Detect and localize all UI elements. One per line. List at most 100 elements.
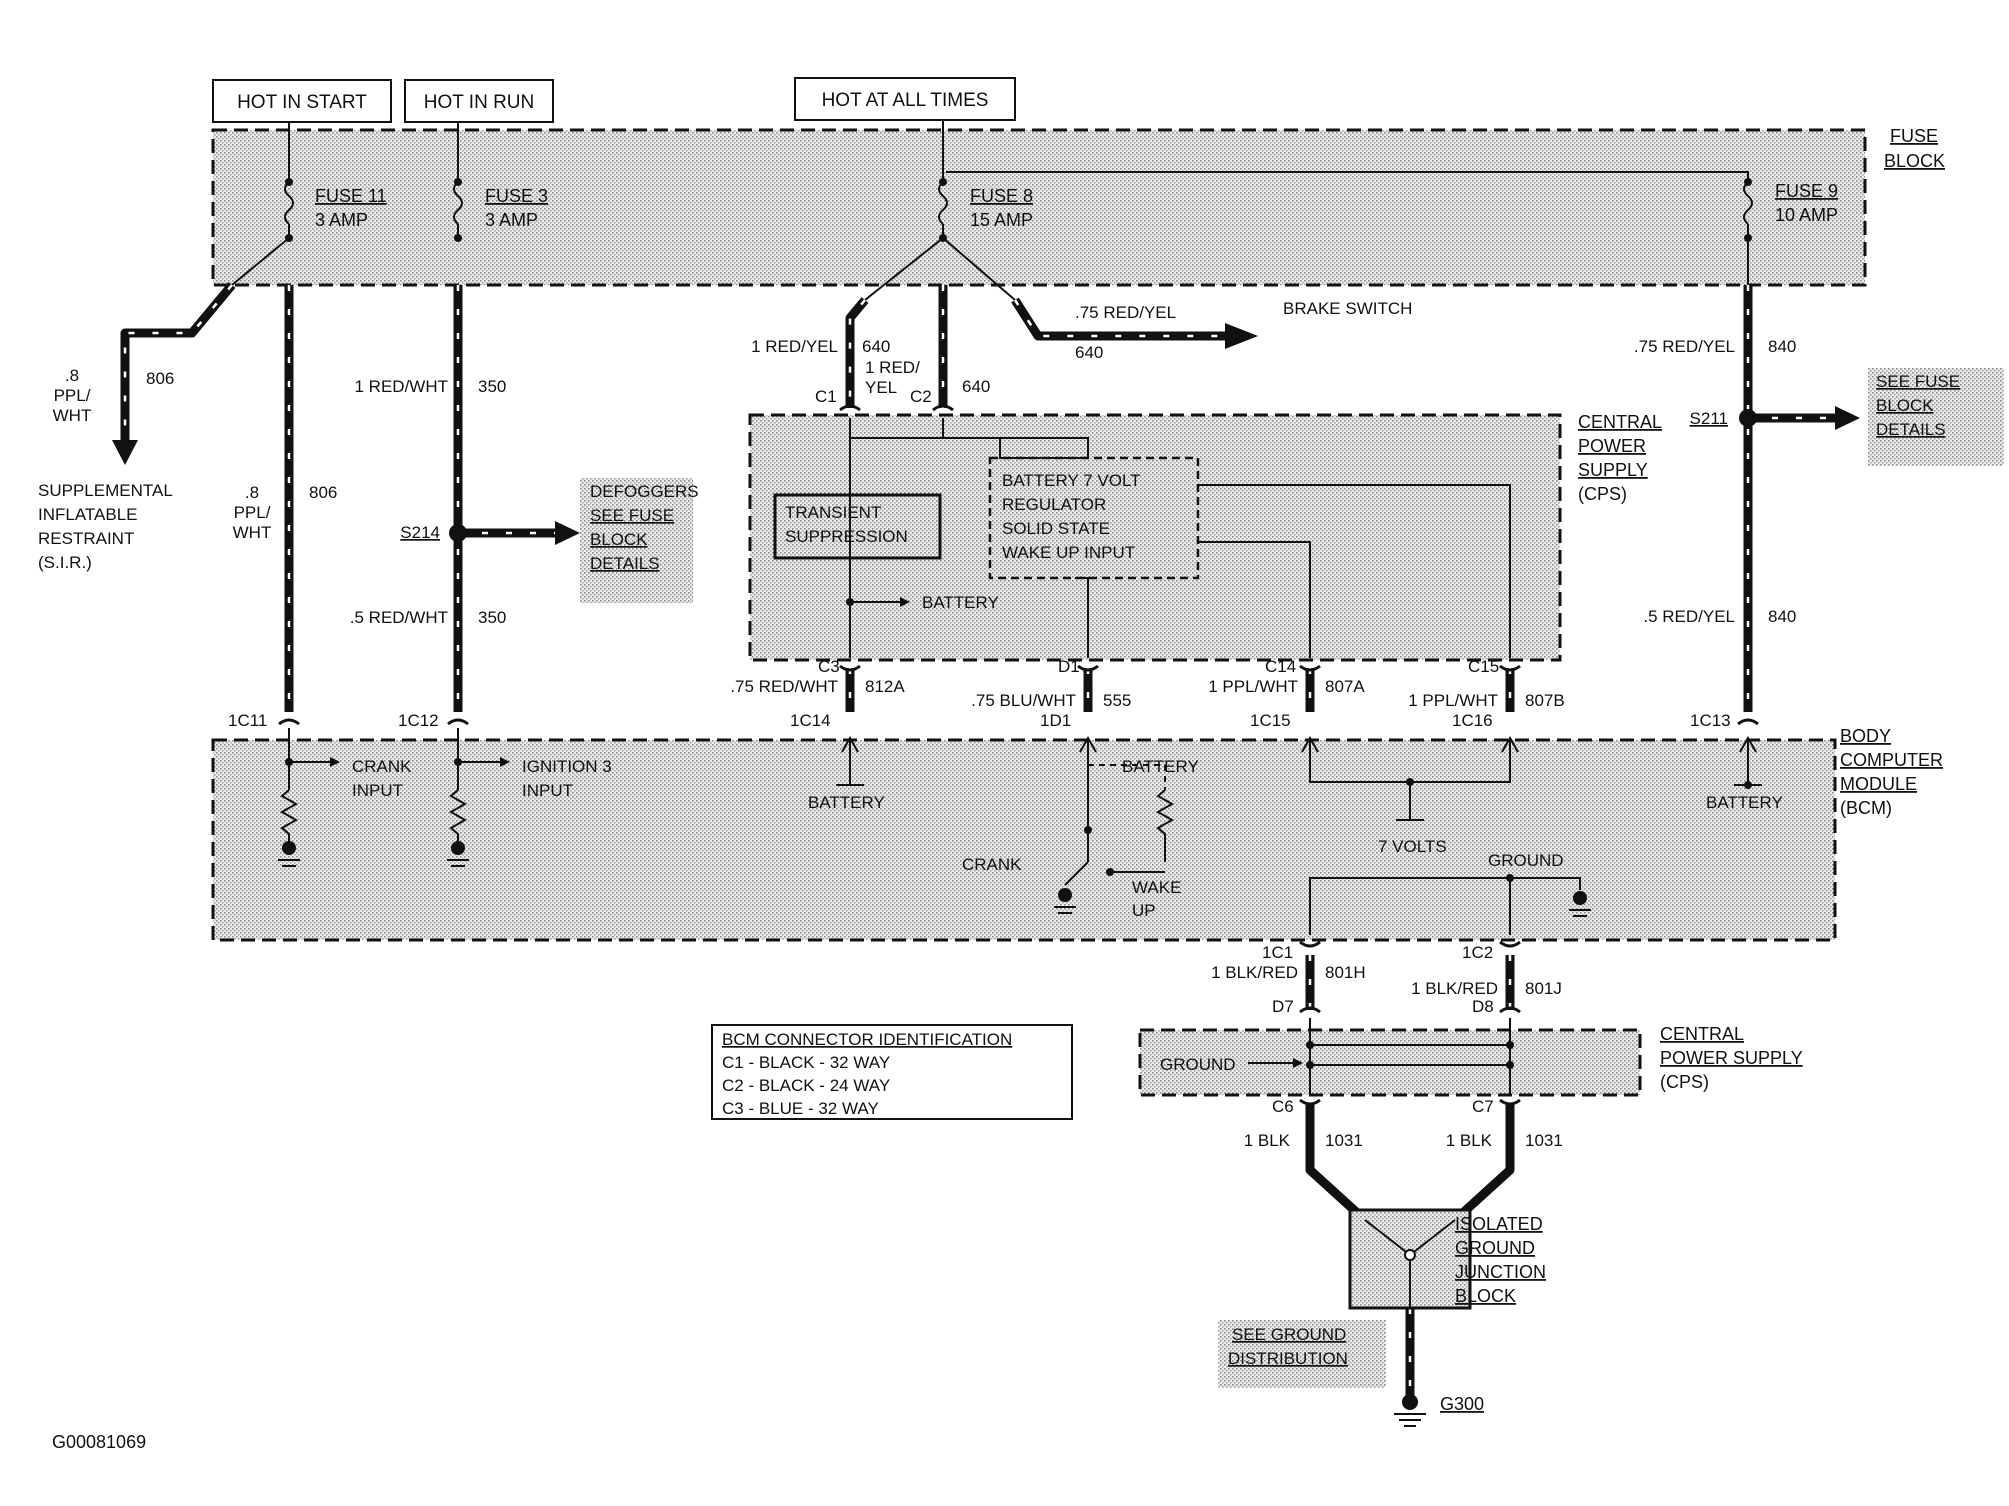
header-hot-at-all-times: HOT AT ALL TIMES bbox=[794, 77, 1016, 121]
cps-bottom-label-2: POWER SUPPLY bbox=[1660, 1048, 1803, 1068]
brake-switch-label: BRAKE SWITCH bbox=[1283, 299, 1412, 318]
connector-c2: C2 bbox=[910, 387, 932, 406]
cps-bottom-block bbox=[1138, 1028, 1642, 1097]
see-fuse-2-l2: BLOCK bbox=[1876, 396, 1934, 415]
see-fuse-2-l1: SEE FUSE bbox=[1876, 372, 1960, 391]
connector-c15: C15 bbox=[1468, 657, 1499, 676]
crank-wakeup-circuit bbox=[1054, 735, 1175, 914]
cps-bottom-label-3: (CPS) bbox=[1660, 1072, 1709, 1092]
wire-806b-gauge: .8 bbox=[245, 483, 259, 502]
battery-1c14-circuit bbox=[836, 735, 864, 786]
header-hot-in-start: HOT IN START bbox=[212, 79, 392, 123]
wire-806a-gauge: WHT bbox=[53, 406, 92, 425]
connector-1c15: 1C15 bbox=[1250, 711, 1291, 730]
wire-806a-gauge: PPL/ bbox=[54, 386, 91, 405]
junction-l1: ISOLATED bbox=[1455, 1214, 1543, 1234]
wire-840a-gauge: .75 RED/YEL bbox=[1634, 337, 1735, 356]
wire-1031b-gauge: 1 BLK bbox=[1446, 1131, 1493, 1150]
wire-801h-gauge: 1 BLK/RED bbox=[1211, 963, 1298, 982]
wire-840b-circuit: 840 bbox=[1768, 607, 1796, 626]
cps-top-label-2: POWER bbox=[1578, 436, 1646, 456]
see-ground-note-bg bbox=[1218, 1320, 1386, 1388]
splice-s211: S211 bbox=[1690, 409, 1728, 428]
see-fuse-2-note-bg bbox=[1868, 368, 2004, 466]
cps-battery-label: BATTERY bbox=[922, 593, 999, 612]
connector-c3: C3 bbox=[818, 657, 840, 676]
wire-806a-gauge: .8 bbox=[65, 366, 79, 385]
wire-801h-circuit: 801H bbox=[1325, 963, 1366, 982]
cps-bottom-ground: GROUND bbox=[1160, 1055, 1236, 1074]
transient-l1: TRANSIENT bbox=[785, 503, 881, 522]
wire-812a-circuit: 812A bbox=[865, 677, 905, 696]
sir-l3: RESTRAINT bbox=[38, 529, 134, 548]
wire-640a-circuit: 640 bbox=[862, 337, 890, 356]
connector-cups bbox=[278, 404, 1759, 1106]
bcm-label-1: BODY bbox=[1840, 726, 1891, 746]
fuse-11-name: FUSE 11 bbox=[315, 186, 387, 206]
cps-bottom-ground-circuit bbox=[1248, 1018, 1514, 1095]
wire-350b-circuit: 350 bbox=[478, 608, 506, 627]
connector-id-row: C1 - BLACK - 32 WAY bbox=[722, 1053, 890, 1072]
transient-suppression-box bbox=[773, 493, 942, 560]
see-ground-l2: DISTRIBUTION bbox=[1228, 1349, 1348, 1368]
connector-1c2: 1C2 bbox=[1462, 943, 1493, 962]
bcm-wake-l2: UP bbox=[1132, 901, 1156, 920]
seven-volts-circuit bbox=[1301, 735, 1519, 821]
ground-g300-icon bbox=[1394, 1394, 1426, 1427]
svg-text:HOT IN START: HOT IN START bbox=[237, 92, 367, 113]
wire-s211-branch bbox=[1739, 406, 1860, 430]
connector-c7: C7 bbox=[1472, 1097, 1494, 1116]
fuse-3-rating: 3 AMP bbox=[485, 210, 538, 230]
regulator-box bbox=[988, 456, 1200, 580]
crank-input-circuit bbox=[278, 728, 340, 867]
wire-350b-gauge: .5 RED/WHT bbox=[350, 608, 448, 627]
wire-1031 bbox=[1305, 1105, 1515, 1224]
figure-id: G00081069 bbox=[52, 1432, 146, 1452]
see-fuse-l1: SEE FUSE bbox=[590, 506, 674, 525]
bcm-battery-c: BATTERY bbox=[1706, 793, 1783, 812]
wire-807b-circuit: 807B bbox=[1525, 691, 1565, 710]
fuse-block-label-2: BLOCK bbox=[1884, 151, 1945, 171]
cps-top-label-3: SUPPLY bbox=[1578, 460, 1648, 480]
wire-806a-circuit: 806 bbox=[146, 369, 174, 388]
bcm-wake-l1: WAKE bbox=[1132, 878, 1181, 897]
junction-l3: JUNCTION bbox=[1455, 1262, 1546, 1282]
wire-640c-gauge: .75 RED/YEL bbox=[1075, 303, 1176, 322]
see-fuse-l3: DETAILS bbox=[590, 554, 660, 573]
ground-g300-label: G300 bbox=[1440, 1394, 1484, 1414]
bcm-label-4: (BCM) bbox=[1840, 798, 1892, 818]
wire-801j-gauge: 1 BLK/RED bbox=[1411, 979, 1498, 998]
wire-807b-gauge: 1 PPL/WHT bbox=[1408, 691, 1498, 710]
wire-640-c1 bbox=[845, 297, 869, 408]
fuse-block bbox=[211, 128, 1867, 287]
ignition-3-l1: IGNITION 3 bbox=[522, 757, 612, 776]
bcm-block bbox=[211, 738, 1837, 942]
wire-555-circuit: 555 bbox=[1103, 691, 1131, 710]
wire-840b-gauge: .5 RED/YEL bbox=[1643, 607, 1735, 626]
battery-1c13-circuit bbox=[1734, 735, 1762, 789]
bcm-battery-b: BATTERY bbox=[1122, 757, 1199, 776]
wire-840a-circuit: 840 bbox=[1768, 337, 1796, 356]
splice-s214: S214 bbox=[400, 523, 440, 542]
svg-text:HOT IN RUN: HOT IN RUN bbox=[424, 92, 534, 113]
wire-812a-gauge: .75 RED/WHT bbox=[730, 677, 838, 696]
wire-640a-gauge: 1 RED/YEL bbox=[751, 337, 838, 356]
connector-id-row: C2 - BLACK - 24 WAY bbox=[722, 1076, 890, 1095]
ground-junction-block bbox=[1348, 1208, 1472, 1310]
connector-id-title: BCM CONNECTOR IDENTIFICATION bbox=[722, 1030, 1012, 1049]
bcm-crank: CRANK bbox=[962, 855, 1022, 874]
connector-1c11: 1C11 bbox=[228, 711, 267, 730]
ignition-3-input-circuit bbox=[447, 728, 510, 867]
wire-801j-circuit: 801J bbox=[1525, 979, 1562, 998]
connector-1c16: 1C16 bbox=[1452, 711, 1493, 730]
bcm-battery-a: BATTERY bbox=[808, 793, 885, 812]
connector-d1: D1 bbox=[1058, 657, 1080, 676]
wire-640b-gauge: YEL bbox=[865, 378, 897, 397]
connector-d8: D8 bbox=[1472, 997, 1494, 1016]
cps-bottom-label-1: CENTRAL bbox=[1660, 1024, 1744, 1044]
wire-350a-gauge: 1 RED/WHT bbox=[355, 377, 449, 396]
wire-806b-gauge: WHT bbox=[233, 523, 272, 542]
connector-c6: C6 bbox=[1272, 1097, 1294, 1116]
